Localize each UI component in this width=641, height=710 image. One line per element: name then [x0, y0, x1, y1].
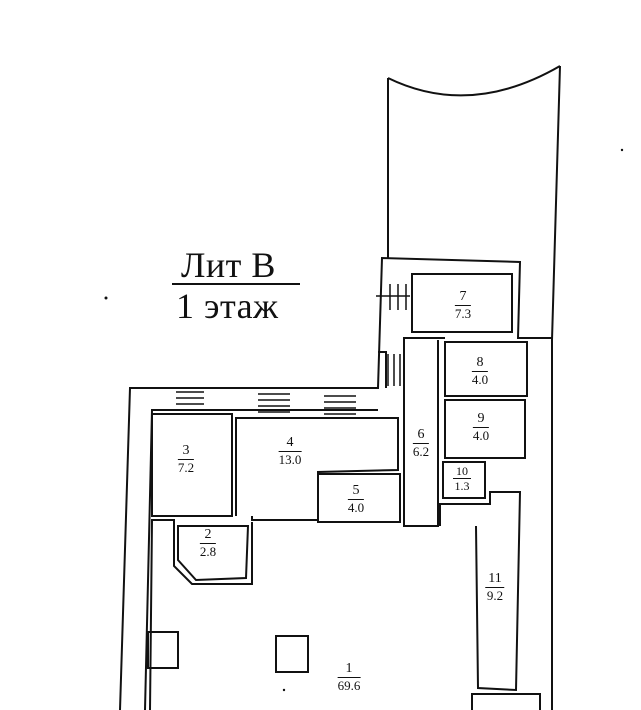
speck [620, 148, 624, 152]
room-9-label: 9 4.0 [472, 412, 490, 443]
room-5-area: 4.0 [347, 500, 365, 515]
room-10-area: 1.3 [454, 479, 470, 493]
room-11-outline [440, 492, 520, 690]
room-7-area: 7.3 [454, 306, 472, 321]
room-3-outline [152, 414, 232, 516]
room-10-label: 10 1.3 [453, 465, 471, 492]
window-room-7 [376, 284, 410, 310]
room-11-label: 11 9.2 [485, 572, 505, 603]
room-10-outline [443, 462, 485, 498]
room-5-outline [318, 474, 400, 522]
building-title: Лит В [181, 245, 276, 285]
room-4-area: 13.0 [278, 452, 302, 467]
speck [104, 296, 108, 300]
room-2-outline [178, 526, 248, 580]
room-11-number: 11 [485, 572, 505, 588]
room-8-label: 8 4.0 [471, 356, 489, 387]
room-4-outline [236, 418, 398, 520]
room-1-label: 1 69.6 [337, 662, 361, 693]
room-2-number: 2 [199, 528, 217, 544]
room-6-label: 6 6.2 [412, 428, 430, 459]
window-room-4-right [324, 396, 356, 414]
lower-right-wall [472, 694, 540, 710]
room-6-outline [404, 340, 438, 526]
room-1-area: 69.6 [337, 678, 361, 693]
room-9-number: 9 [472, 412, 490, 428]
room-10-number: 10 [453, 465, 471, 479]
inner-wall-6-left [404, 338, 445, 398]
room-2-label: 2 2.8 [199, 528, 217, 559]
floor-title: 1 этаж [176, 286, 279, 326]
room-6-number: 6 [412, 428, 430, 444]
room-4-number: 4 [278, 436, 302, 452]
room-9-outline [445, 400, 525, 458]
room-5-label: 5 4.0 [347, 484, 365, 515]
window-room-4-left [258, 394, 290, 412]
room-7-number: 7 [454, 290, 472, 306]
column-center [276, 636, 308, 672]
speck [282, 688, 286, 692]
title-divider [172, 283, 300, 285]
window-stair [388, 354, 400, 386]
upper-wing-arc [388, 66, 560, 95]
room-7-label: 7 7.3 [454, 290, 472, 321]
room-3-area: 7.2 [177, 460, 195, 475]
room-1-number: 1 [337, 662, 361, 678]
room-2-area: 2.8 [199, 544, 217, 559]
room-3-number: 3 [177, 444, 195, 460]
room-6-area: 6.2 [412, 444, 430, 459]
room-8-outline [445, 342, 527, 396]
upper-wing-outline [388, 66, 560, 340]
room-8-number: 8 [471, 356, 489, 372]
room-4-label: 4 13.0 [278, 436, 302, 467]
window-room-3 [176, 392, 204, 410]
stair-wall [378, 352, 386, 388]
outer-wall [120, 258, 552, 710]
column-left [148, 632, 178, 668]
room-8-area: 4.0 [471, 372, 489, 387]
room-7-outline [412, 274, 512, 332]
outer-wall-inner-left [145, 410, 378, 710]
room-1-outline [150, 520, 174, 710]
room-3-label: 3 7.2 [177, 444, 195, 475]
room-5-number: 5 [347, 484, 365, 500]
room-11-area: 9.2 [486, 588, 504, 603]
room-9-area: 4.0 [472, 428, 490, 443]
